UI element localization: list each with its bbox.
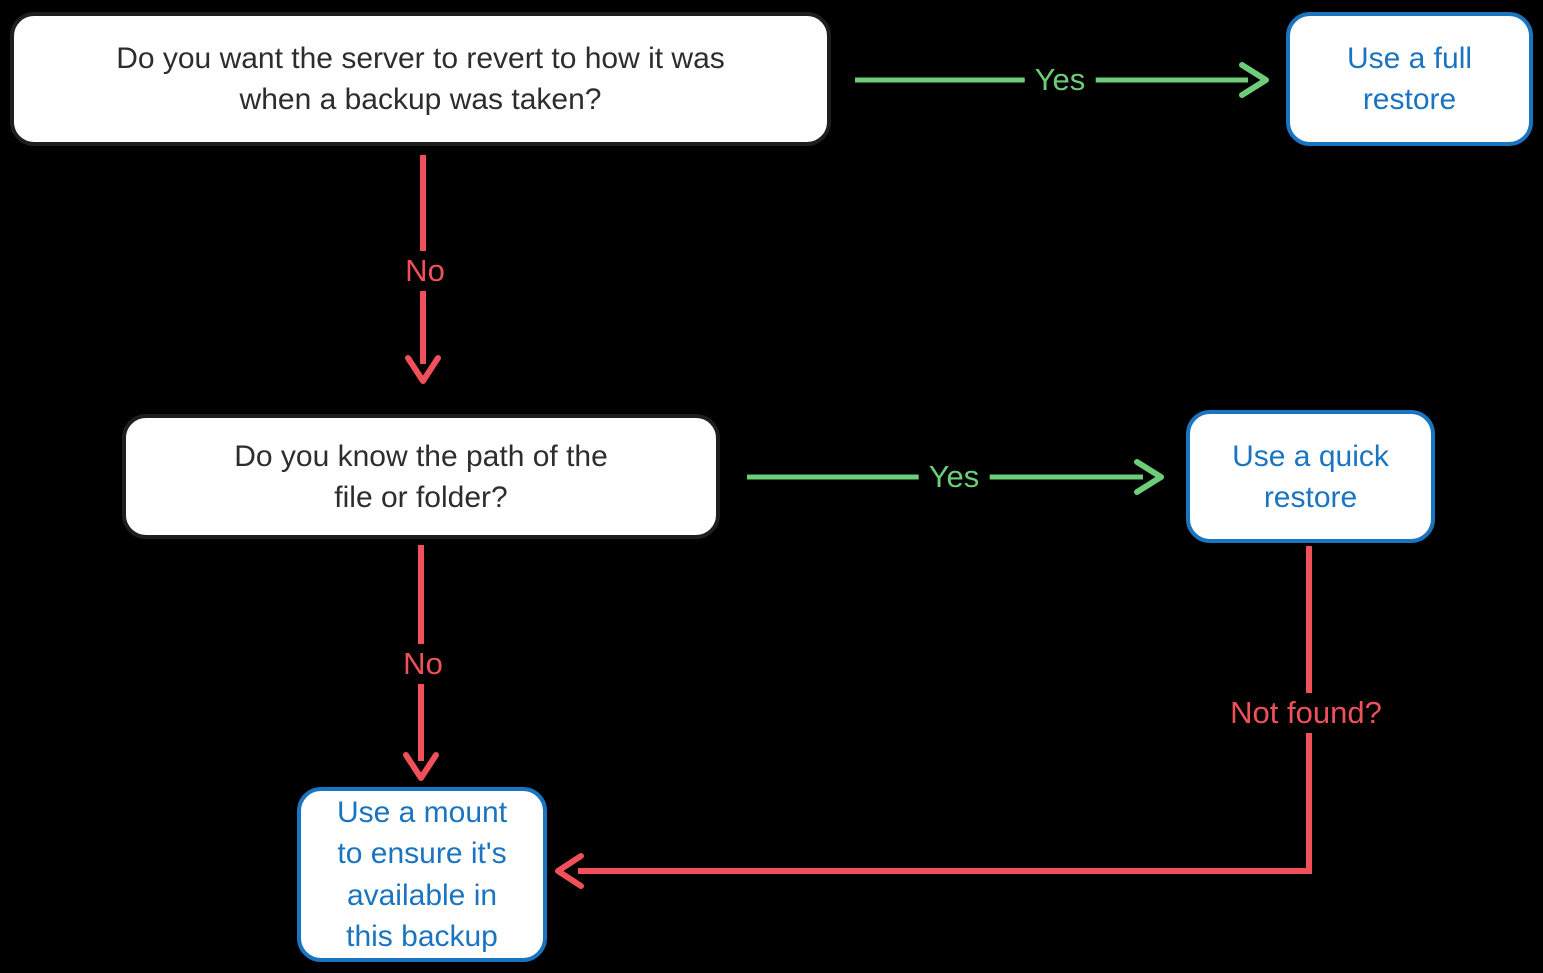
node-text-line: available in (346, 878, 498, 912)
edge-label-q2-no: No (393, 644, 453, 684)
node-text-line: Use a quick (1232, 439, 1389, 473)
node-text-line: restore (1263, 480, 1358, 514)
edge-label-q1-yes: Yes (1024, 60, 1096, 100)
node-text-line: Use a mount (336, 795, 508, 829)
node-action-mount: Use a mount to ensure it's available in … (297, 787, 547, 962)
edge-label-not-found: Not found? (1220, 693, 1392, 733)
edge-label-q1-no: No (395, 251, 455, 291)
node-text-line: Do you know the path of the (234, 439, 608, 473)
node-question-know-path: Do you know the path of the file or fold… (122, 414, 720, 539)
edge-q2-yes-arrowhead-icon (1134, 459, 1164, 495)
node-text-line: file or folder? (334, 480, 508, 514)
node-text-line: this backup (346, 920, 498, 953)
node-question-server-revert: Do you want the server to revert to how … (10, 12, 831, 146)
node-text-line: to ensure it's (337, 837, 507, 870)
edge-label-q2-yes: Yes (918, 457, 990, 497)
node-action-quick-restore: Use a quick restore (1186, 410, 1435, 543)
node-text-line: Use a full (1346, 42, 1473, 75)
edge-q1-yes-arrowhead-icon (1239, 62, 1269, 98)
node-text-line: restore (1362, 83, 1457, 116)
edge-q1-no-arrowhead-icon (405, 355, 441, 384)
node-action-full-restore: Use a full restore (1286, 12, 1533, 146)
node-text-line: Do you want the server to revert to how … (116, 42, 725, 75)
edge-q2-no-arrowhead-icon (403, 752, 439, 781)
edge-quick-not-found-line (578, 546, 1312, 874)
node-text-line: when a backup was taken? (239, 83, 602, 116)
edge-quick-not-found-arrowhead-icon (555, 853, 584, 889)
